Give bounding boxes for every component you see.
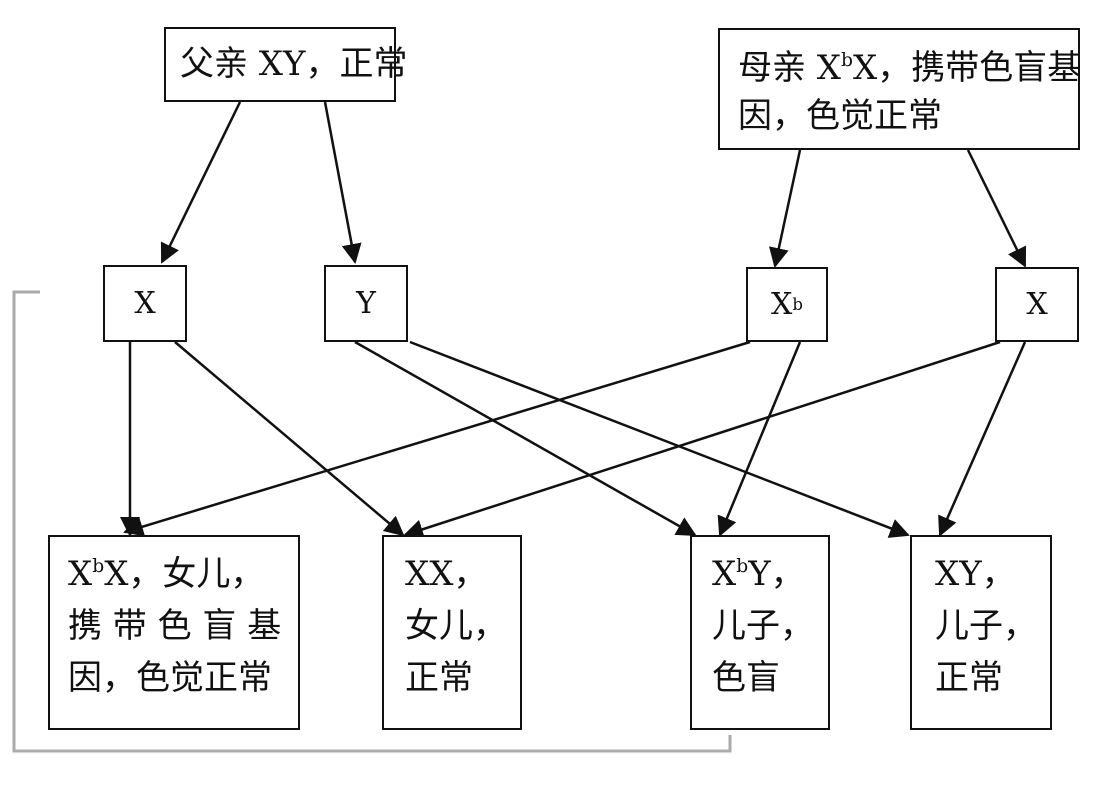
arrow-mother-to-xb: [769, 149, 802, 268]
gamete-mother-x: X: [995, 267, 1079, 342]
father-label: 父亲 XY，正常: [180, 44, 408, 84]
arrow-father-to-y: [323, 101, 362, 264]
offspring-daughter-carrier-box: [48, 535, 300, 730]
offspring-daughter-carrier-line3: 因，色觉正常: [68, 658, 272, 698]
gamete-father-x: X: [103, 265, 187, 342]
arrow-xb-to-daughter-carrier: [123, 340, 751, 537]
arrow-y-to-son-colorblind: [354, 340, 697, 537]
father-box: [164, 27, 396, 102]
arrow-father-to-x: [160, 101, 242, 264]
gray-bracket: [12, 290, 732, 753]
offspring-son-normal-line3: 正常: [935, 658, 1003, 698]
gamete-father-y: Y: [324, 265, 408, 342]
mother-line2: 因，色觉正常: [738, 96, 942, 136]
offspring-son-colorblind-line2: 儿子，: [712, 606, 814, 646]
arrow-mother-to-x: [966, 149, 1027, 268]
offspring-son-colorblind-box: [690, 535, 830, 730]
offspring-daughter-normal-line1: XX，: [405, 554, 488, 594]
offspring-son-normal-line1: XY，: [935, 554, 1016, 594]
arrow-y-to-son-normal: [409, 340, 910, 538]
arrow-xb-to-son-colorblind: [717, 341, 802, 537]
arrow-x-to-son-normal: [938, 341, 1027, 537]
offspring-daughter-carrier-line1: XbX，女儿，: [68, 554, 265, 594]
offspring-daughter-normal-line3: 正常: [405, 658, 473, 698]
offspring-son-normal-line2: 儿子，: [935, 606, 1037, 646]
offspring-daughter-normal-box: [382, 535, 522, 730]
offspring-daughter-normal-line2: 女儿，: [405, 606, 507, 646]
arrow-x-to-daughter-normal-2: [403, 340, 1001, 539]
mother-line1: 母亲 XbX，携带色盲基: [738, 48, 1082, 88]
arrow-x-to-daughter-normal: [174, 341, 405, 537]
offspring-son-normal-box: [910, 535, 1052, 730]
offspring-son-colorblind-line3: 色盲: [712, 658, 780, 698]
mother-box: [718, 28, 1080, 150]
offspring-son-colorblind-line1: XbY，: [712, 554, 805, 594]
offspring-daughter-carrier-line2: 携 带 色 盲 基: [68, 606, 282, 646]
